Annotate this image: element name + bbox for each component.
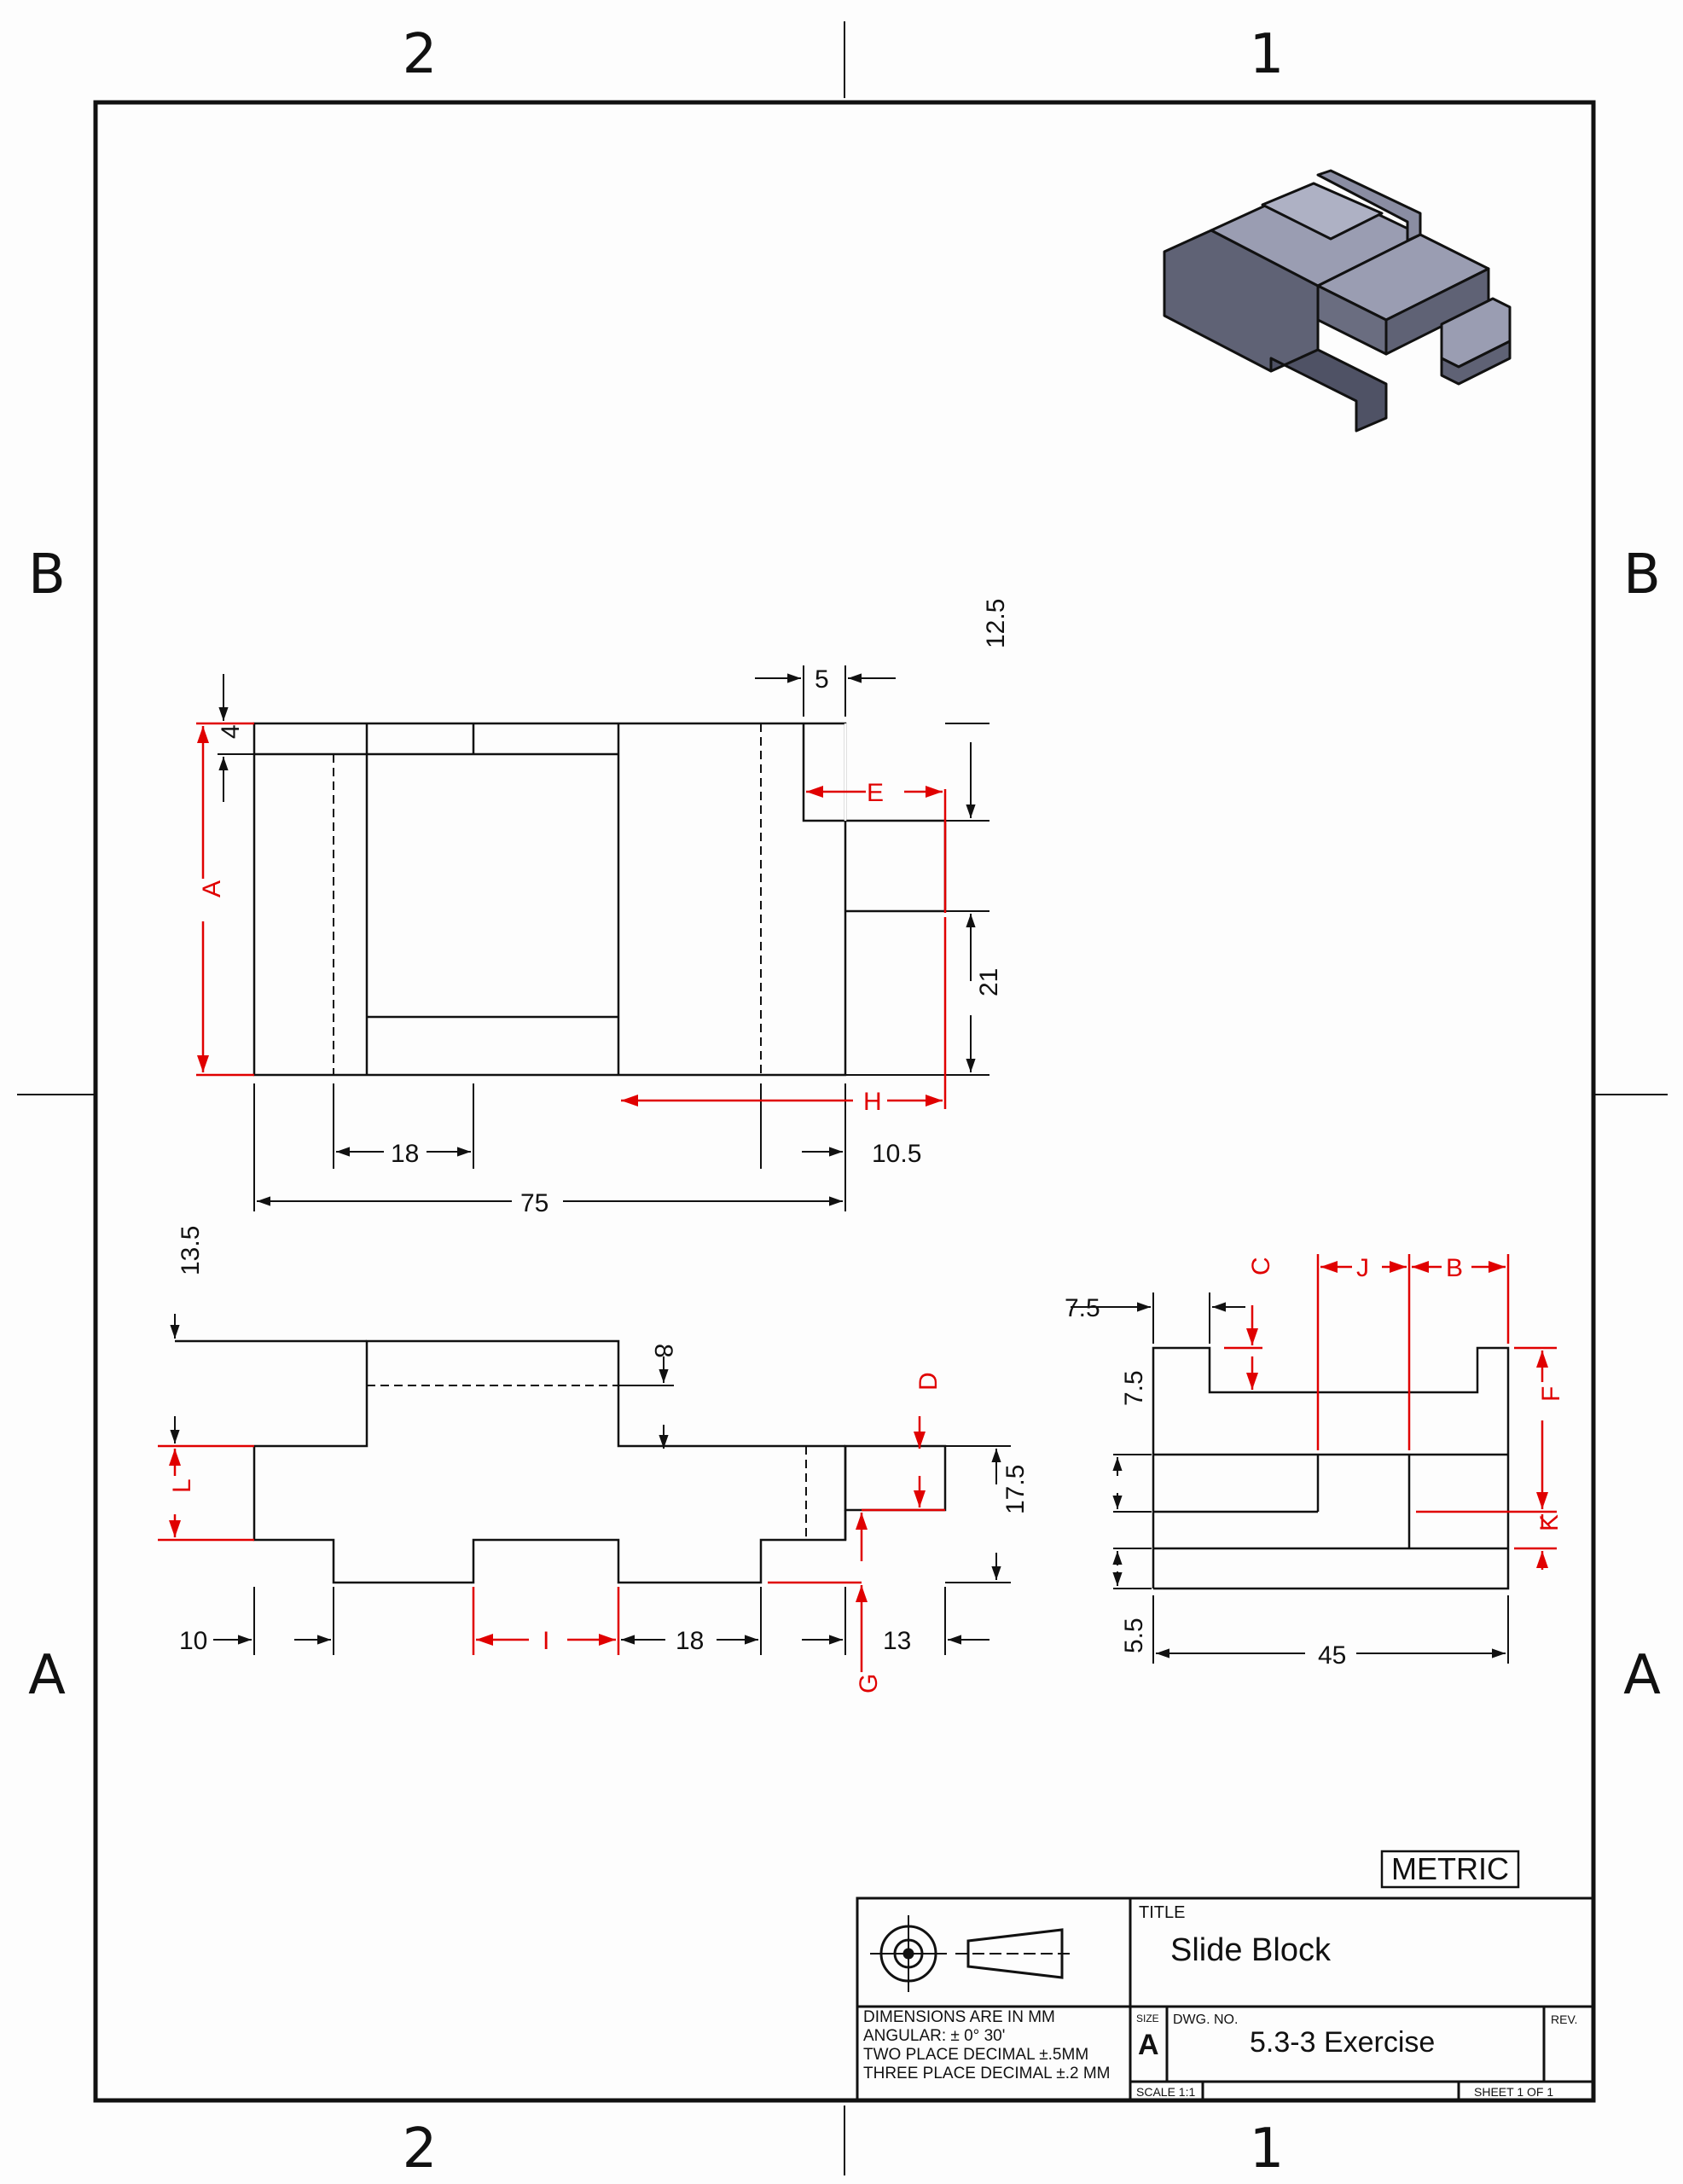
dim-18-bottom: 18 — [676, 1627, 704, 1655]
dim-5-5: 5.5 — [1120, 1618, 1148, 1653]
title-block-frame — [856, 1896, 1595, 2102]
title-label: TITLE — [1139, 1903, 1185, 1922]
callout-l: L — [168, 1478, 196, 1493]
zone-bottom-2: 2 — [403, 2117, 438, 2181]
bottom-view-outline — [175, 1339, 947, 1584]
zone-top-1: 1 — [1250, 23, 1285, 86]
callout-b: B — [1446, 1254, 1463, 1282]
dim-21: 21 — [975, 968, 1003, 996]
callout-f: F — [1537, 1386, 1565, 1402]
zone-left-b: B — [28, 543, 66, 607]
rev-label: REV. — [1551, 2013, 1577, 2026]
dim-75: 75 — [520, 1189, 548, 1217]
callout-i: I — [543, 1627, 549, 1655]
size-label: SIZE — [1136, 2013, 1159, 2024]
callout-h: H — [863, 1088, 882, 1116]
dim-13: 13 — [883, 1627, 911, 1655]
callout-g: G — [855, 1674, 883, 1693]
dim-7-5-side: 7.5 — [1120, 1370, 1148, 1406]
bottom-view-dimensions — [170, 1314, 1011, 1655]
dwg-no-label: DWG. NO. — [1173, 2013, 1238, 2027]
callout-j: J — [1356, 1254, 1369, 1282]
metric-box — [1380, 1850, 1520, 1889]
dim-8: 8 — [649, 1344, 677, 1358]
dwg-no: 5.3-3 Exercise — [1250, 2026, 1435, 2059]
zone-bottom-1: 1 — [1250, 2117, 1285, 2181]
dim-4: 4 — [217, 724, 245, 739]
front-view-callouts — [196, 722, 947, 1109]
dim-12-5: 12.5 — [982, 599, 1010, 648]
zone-top-2: 2 — [403, 23, 438, 86]
bottom-view-hidden-lines — [367, 1385, 807, 1540]
dim-5: 5 — [815, 665, 829, 694]
zone-right-b: B — [1623, 543, 1661, 607]
note-angular: ANGULAR: ± 0° 30' — [863, 2027, 1005, 2045]
zone-right-a: A — [1623, 1644, 1661, 1707]
callout-a: A — [198, 880, 226, 897]
dim-10-5: 10.5 — [872, 1140, 921, 1168]
front-view-outline — [252, 722, 947, 1077]
isometric-view — [1163, 169, 1512, 433]
dim-10: 10 — [179, 1627, 207, 1655]
dim-7-5-top: 7.5 — [1065, 1294, 1100, 1322]
note-three-place: THREE PLACE DECIMAL ±.2 MM — [863, 2065, 1111, 2082]
sheet-border — [17, 21, 1668, 2175]
note-two-place: TWO PLACE DECIMAL ±.5MM — [863, 2046, 1088, 2064]
scale-text: SCALE 1:1 — [1136, 2085, 1195, 2099]
drawing-title: Slide Block — [1170, 1932, 1332, 1968]
side-view-outline — [1152, 1346, 1510, 1590]
zone-left-a: A — [28, 1644, 66, 1707]
callout-d: D — [914, 1372, 943, 1391]
front-view-hidden-lines — [333, 723, 846, 1075]
bottom-view-callouts — [158, 1416, 945, 1672]
callout-k: K — [1535, 1514, 1564, 1531]
sheet-text: SHEET 1 OF 1 — [1474, 2085, 1553, 2099]
callout-e: E — [867, 779, 884, 807]
dim-17-5: 17.5 — [1001, 1465, 1030, 1514]
callout-c: C — [1247, 1257, 1275, 1275]
front-view-dimensions — [218, 665, 989, 1211]
dim-18-front: 18 — [391, 1140, 419, 1168]
side-view-dimensions — [1071, 1292, 1509, 1664]
dim-13-5: 13.5 — [177, 1226, 205, 1275]
note-units: DIMENSIONS ARE IN MM — [863, 2008, 1055, 2026]
metric-label: METRIC — [1391, 1851, 1509, 1886]
dim-45: 45 — [1318, 1641, 1346, 1670]
side-view-callouts — [1224, 1254, 1557, 1570]
size-value: A — [1138, 2029, 1159, 2061]
third-angle-projection-icon — [870, 1915, 1075, 1992]
